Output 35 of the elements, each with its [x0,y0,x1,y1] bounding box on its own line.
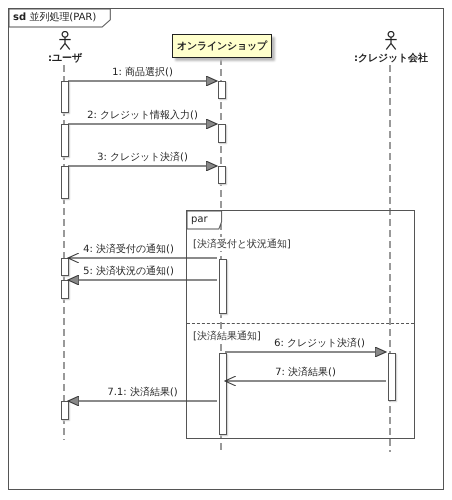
activation-bar [219,353,227,435]
message-label: 6: クレジット決済() [273,338,366,350]
object-box: オンラインショップ [172,34,272,58]
message-label: 7: 決済結果() [274,367,337,379]
message-arrow [225,346,386,358]
frame-title: sd 並列処理(PAR) [9,9,110,27]
activation-bar [61,401,69,420]
message-label: 1: 商品選択() [111,67,174,79]
message-arrow [68,76,218,86]
message-arrow [68,396,217,406]
actor-label: :ユーザ [48,52,82,65]
activation-bar [218,81,226,99]
activation-bar [61,280,69,299]
guard-condition: [決済受付と状況通知] [193,237,291,251]
activation-bar [388,353,396,401]
message-label: 3: クレジット決済() [96,152,189,164]
message-label: 5: 決済状況の通知() [82,266,175,278]
message-arrow [68,274,217,286]
message-label: 4: 決済受付の通知() [82,244,175,256]
message-arrow [68,118,218,130]
activation-bar [61,124,69,157]
guard-condition: [決済結果通知] [193,329,261,343]
message-arrow [68,160,218,172]
activation-bar [218,124,226,143]
message-label: 7.1: 決済結果() [106,387,179,399]
message-label: 2: クレジット情報入力() [86,110,199,122]
activation-bar [61,81,69,113]
activation-bar [218,166,226,184]
activation-bar [61,166,69,199]
fragment-operator: par [187,211,222,229]
actor-label: :クレジット会社 [354,52,428,65]
activation-bar [61,258,69,276]
message-arrow [224,376,386,386]
activation-bar [219,259,227,314]
message-arrow [68,252,217,264]
